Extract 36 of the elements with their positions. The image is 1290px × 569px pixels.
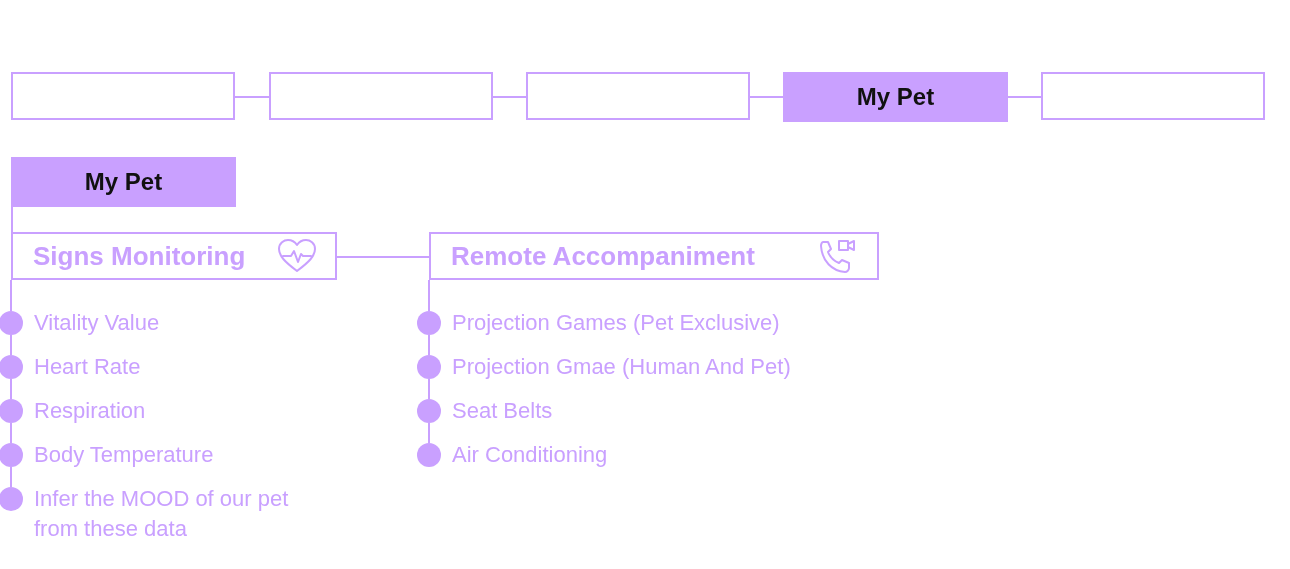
connector-line	[428, 378, 430, 400]
item-text: Heart Rate	[34, 353, 142, 381]
connector-line	[11, 206, 13, 233]
connector-line	[10, 279, 12, 312]
connector-line	[10, 466, 12, 488]
item-text: Seat Belts	[452, 397, 554, 425]
box-title: Signs Monitoring	[33, 240, 246, 272]
connector-line	[428, 334, 430, 356]
connector-line	[10, 422, 12, 444]
item-text: Respiration	[34, 397, 147, 425]
empty-box	[11, 72, 235, 120]
connector-line	[234, 96, 270, 98]
box-title: Remote Accompaniment	[451, 240, 755, 272]
connector-line	[492, 96, 527, 98]
item-text: Vitality Value	[34, 309, 161, 337]
box-title: My Pet	[84, 168, 163, 196]
title-box	[11, 157, 236, 207]
empty-box	[269, 72, 493, 120]
connector-line	[428, 422, 430, 444]
item-text: Air Conditioning	[452, 441, 609, 469]
item-text: Infer the MOOD of our pet from these data	[34, 485, 289, 543]
category-box	[11, 232, 337, 280]
category-box	[429, 232, 879, 280]
item-text: Body Temperature	[34, 441, 215, 469]
connector-line	[749, 96, 784, 98]
empty-box	[526, 72, 750, 120]
connector-line	[10, 378, 12, 400]
box-title: My Pet	[856, 83, 935, 111]
connector-line	[428, 279, 430, 312]
connector-line	[10, 334, 12, 356]
empty-box	[1041, 72, 1265, 120]
title-box	[783, 72, 1008, 122]
item-text: Projection Gmae (Human And Pet)	[452, 353, 792, 381]
item-text: Projection Games (Pet Exclusive)	[452, 309, 781, 337]
connector-line	[1007, 96, 1042, 98]
connector-line	[336, 256, 430, 258]
